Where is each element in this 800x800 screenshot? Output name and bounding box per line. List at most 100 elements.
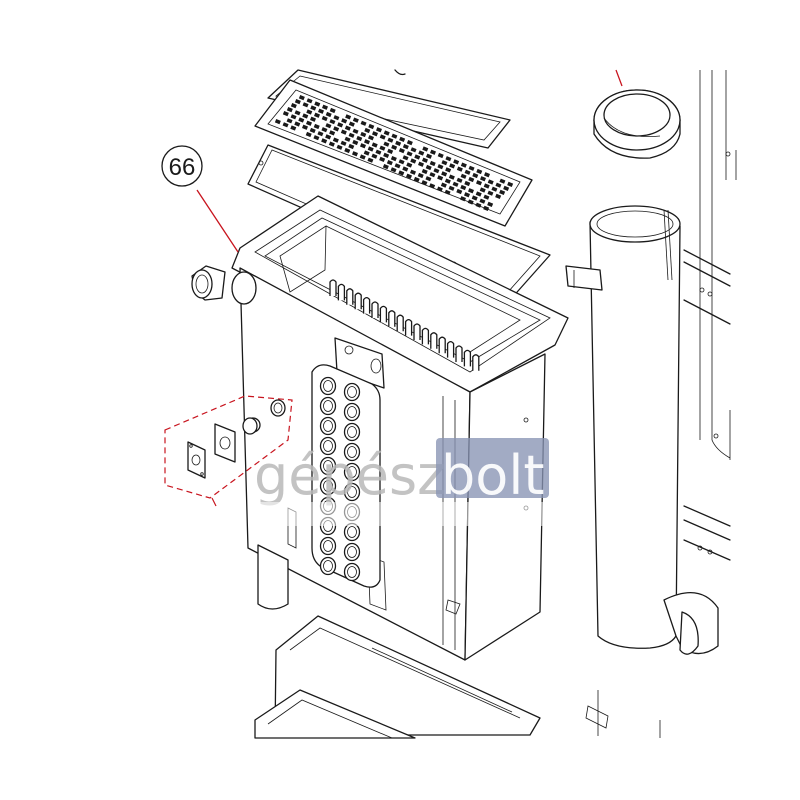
perforation (483, 205, 490, 211)
square-gasket-2 (214, 423, 236, 463)
perforation (445, 167, 452, 173)
perforation (306, 98, 313, 104)
perforation (421, 180, 428, 186)
perforation (479, 187, 486, 193)
perforation (310, 116, 316, 122)
watermark-logo: gépész bolt (254, 438, 550, 526)
perforation (476, 180, 482, 186)
perforation (364, 139, 370, 145)
perforation (468, 165, 475, 171)
perforation (286, 118, 293, 124)
electrode-hole (343, 562, 361, 582)
flue-pipe-assembly (565, 89, 719, 655)
heating-pin (413, 323, 421, 340)
perforation (348, 121, 355, 127)
callout-66-leader (196, 189, 239, 253)
perforation (294, 110, 301, 116)
perforation (398, 170, 405, 176)
electrode-hole (319, 476, 337, 496)
perforation (321, 115, 328, 122)
electrode-hole (319, 416, 337, 436)
perforation (302, 113, 309, 119)
perforation (359, 154, 366, 160)
callout-66: 66 (161, 145, 203, 187)
electrode-hole-inner (323, 460, 333, 472)
perforation (491, 186, 498, 192)
perforation (360, 131, 367, 138)
electrode-hole (343, 422, 361, 442)
perforation (282, 111, 289, 117)
perforation (360, 120, 367, 126)
heating-pin (337, 283, 346, 301)
perforation (332, 137, 339, 143)
perforation (464, 169, 471, 175)
o-ring (270, 399, 286, 417)
perforation (395, 140, 402, 146)
perforation (425, 164, 432, 171)
perforation (290, 114, 297, 120)
perforation (382, 164, 389, 170)
perforation (383, 141, 390, 147)
perforated-filter-plate (254, 79, 533, 227)
perforation (445, 156, 452, 162)
perforation (379, 134, 386, 140)
perforation (313, 123, 320, 130)
perforation (460, 184, 467, 191)
perforation (317, 131, 324, 137)
perforation (475, 202, 482, 208)
perforation (456, 177, 463, 183)
perforation (422, 157, 428, 163)
perforation (480, 176, 486, 182)
electrode-hole-inner (323, 540, 333, 552)
electrode-hole-inner (347, 526, 357, 538)
perforation (444, 178, 451, 184)
perforation (487, 201, 494, 207)
perforation (456, 166, 463, 172)
heating-pin (455, 345, 463, 362)
heating-pin (329, 279, 337, 296)
perforation (472, 172, 479, 179)
perforation (329, 130, 336, 136)
perforation (348, 132, 355, 138)
perforation (379, 145, 386, 151)
heating-pin (438, 336, 446, 354)
perforation (418, 150, 425, 156)
electrode-hole-inner (347, 446, 357, 458)
electrode-hole (343, 382, 361, 402)
perforation (436, 186, 443, 192)
perforation (479, 198, 486, 204)
collar-leader (615, 69, 623, 87)
heating-pin (346, 288, 354, 305)
perforation (429, 160, 436, 167)
perforation (352, 151, 358, 157)
perforation (371, 142, 378, 148)
perforation (321, 138, 328, 144)
perforation (433, 168, 440, 174)
electrode-hole-inner (347, 406, 357, 418)
perforation (325, 111, 332, 118)
perforation (483, 194, 490, 200)
perforation (386, 160, 393, 166)
perforation (348, 143, 355, 150)
heating-pin (463, 349, 472, 367)
perforation (286, 107, 293, 113)
perforation (290, 103, 297, 109)
perforation (406, 173, 412, 179)
heating-pin (388, 310, 396, 327)
round-seal (242, 417, 258, 435)
perforation (363, 150, 370, 156)
electrode-hole (319, 396, 337, 416)
electrode-hole (343, 402, 361, 422)
electrode-hole (319, 376, 337, 396)
perforation (333, 115, 340, 121)
perforation (426, 153, 432, 159)
perforation (367, 157, 374, 163)
perforation (460, 196, 466, 202)
perforation (341, 118, 348, 124)
perforation (471, 195, 478, 201)
heating-pin (354, 292, 362, 310)
electrode-hole-inner (347, 466, 357, 478)
electrode-hole-inner (347, 546, 357, 558)
perforation (483, 183, 490, 189)
perforation (321, 127, 328, 133)
